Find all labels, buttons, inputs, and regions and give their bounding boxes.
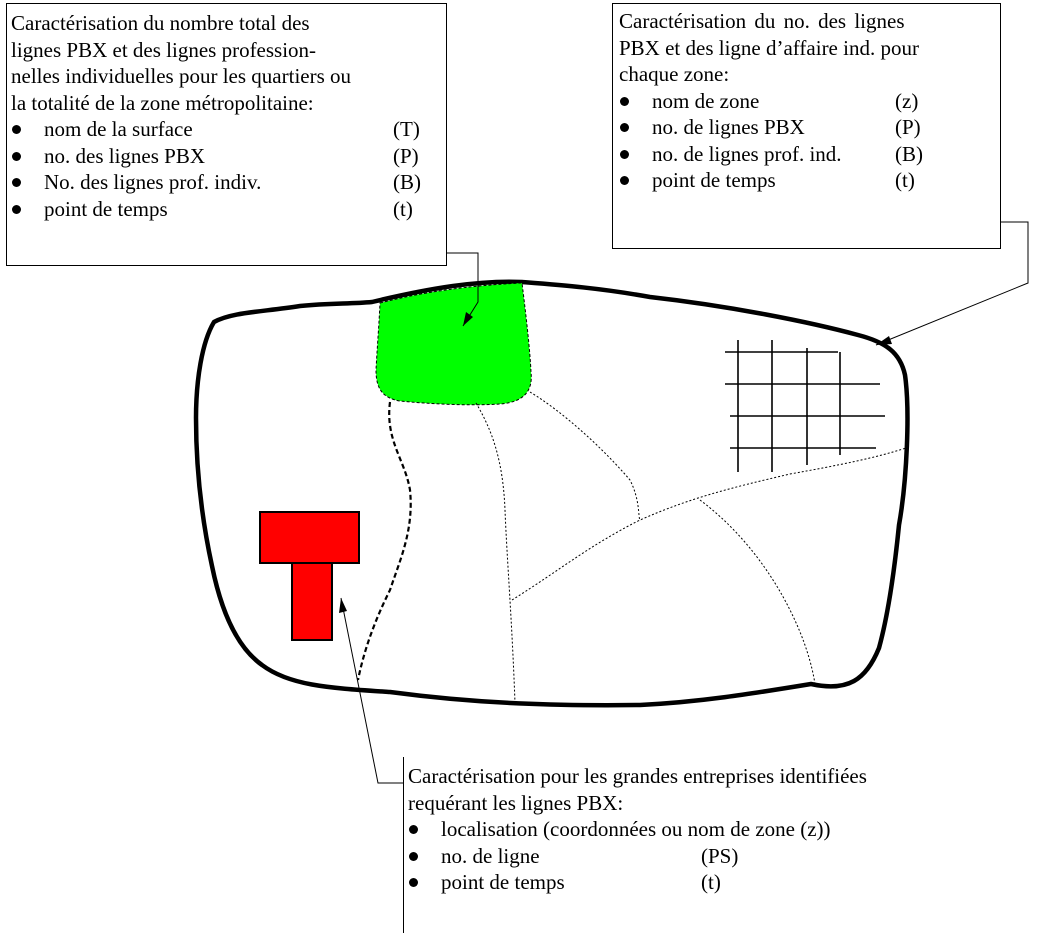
district-area-green [375, 282, 532, 406]
zone-boundary-4 [699, 499, 816, 685]
callout-zone-lines: Caractérisation du no. des lignes PBX et… [612, 3, 1001, 249]
leader-lines [340, 221, 1029, 784]
list-item: no. de lignes PBX (P) [619, 114, 996, 141]
desc-line: lignes PBX et des lignes profession- [11, 37, 317, 62]
list-item: no. de lignes prof. ind. (B) [619, 141, 996, 168]
item-symbol: (B) [393, 170, 421, 194]
item-label: no. de lignes PBX [652, 115, 805, 139]
zone-boundary-2 [511, 447, 907, 601]
item-symbol: (P) [895, 115, 921, 139]
desc-line: Caractérisation du no. des lignes [619, 9, 905, 33]
callout-description: Caractérisation pour les grandes entrepr… [408, 763, 1035, 816]
item-symbol: (T) [393, 117, 420, 141]
desc-line: la totalité de la zone métropolitaine: [11, 90, 314, 115]
company-icon-stem [291, 562, 333, 641]
list-item: No. des lignes prof. indiv. (B) [11, 169, 442, 196]
item-label: point de temps [652, 168, 776, 192]
item-label: no. des lignes PBX [44, 143, 206, 168]
item-symbol: (z) [895, 88, 919, 113]
item-symbol: (B) [895, 141, 923, 166]
item-label: nom de zone [652, 88, 760, 113]
item-label: no. de ligne [441, 843, 540, 868]
list-item: nom de la surface (T) [11, 116, 442, 143]
item-label: localisation (coordonnées ou nom de zone… [441, 817, 831, 841]
desc-line: nelles individuelles pour les quartiers … [11, 64, 352, 88]
item-label: point de temps [44, 196, 168, 221]
list-item: localisation (coordonnées ou nom de zone… [408, 816, 1035, 843]
attribute-list: nom de zone (z) no. de lignes PBX (P) no. … [619, 88, 996, 194]
item-symbol: (PS) [701, 843, 739, 868]
callout-large-companies: Caractérisation pour les grandes entrepr… [403, 757, 1039, 933]
desc-line: requérant les lignes PBX: [408, 790, 624, 815]
item-label: point de temps [441, 870, 565, 894]
zone-boundary-thick [356, 401, 412, 681]
company-icon-top [259, 511, 360, 564]
metropolitan-boundary [193, 279, 910, 708]
item-label: nom de la surface [44, 117, 193, 141]
item-label: no. de lignes prof. ind. [652, 141, 842, 166]
desc-line: PBX et des ligne d’affaire ind. pour [619, 35, 919, 60]
list-item: point de temps (t) [408, 869, 1035, 896]
desc-line: Caractérisation pour les grandes entrepr… [408, 764, 867, 788]
callout-description: Caractérisation du no. des lignes PBX et… [619, 8, 996, 88]
list-item: point de temps (t) [11, 196, 442, 223]
arrow-heads [339, 312, 892, 613]
item-label: No. des lignes prof. indiv. [44, 170, 262, 194]
attribute-list: localisation (coordonnées ou nom de zone… [408, 816, 1035, 896]
item-symbol: (t) [393, 196, 413, 221]
list-item: nom de zone (z) [619, 88, 996, 115]
item-symbol: (P) [393, 143, 419, 168]
item-symbol: (t) [895, 168, 915, 192]
zone-boundary-3 [529, 391, 641, 522]
desc-line: Caractérisation du nombre total des [11, 11, 310, 35]
callout-description: Caractérisation du nombre total des lign… [11, 10, 442, 116]
desc-line: chaque zone: [619, 62, 730, 86]
zone-grid [725, 340, 885, 472]
list-item: no. de ligne (PS) [408, 843, 1035, 870]
item-symbol: (t) [701, 870, 721, 894]
zone-boundary-1 [475, 402, 516, 704]
attribute-list: nom de la surface (T) no. des lignes PBX (… [11, 116, 442, 222]
list-item: no. des lignes PBX (P) [11, 143, 442, 170]
callout-district-totals: Caractérisation du nombre total des lign… [6, 3, 447, 266]
list-item: point de temps (t) [619, 167, 996, 194]
